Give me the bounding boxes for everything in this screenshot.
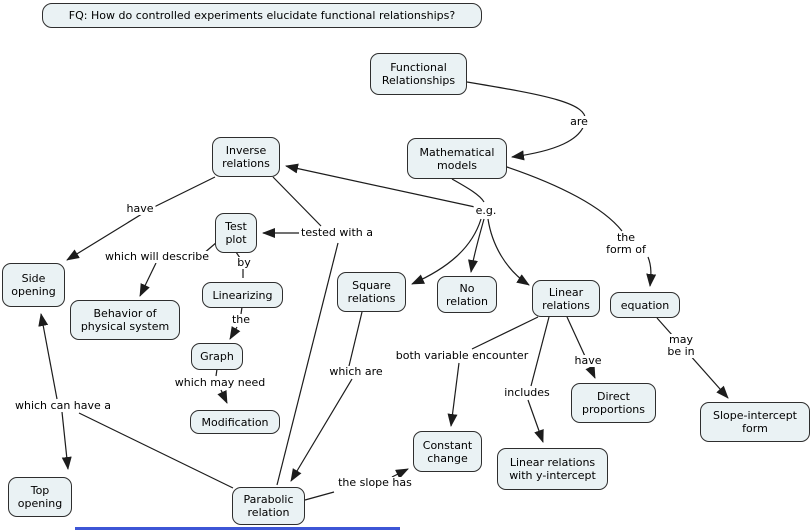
edge-eg-to-square: [411, 218, 482, 285]
edge-the-to-graph: [229, 326, 241, 340]
edge-inverse-to-tested: [272, 176, 322, 227]
link-label-both-variable-encounter[interactable]: both variable encounter: [393, 349, 531, 362]
edge-eg-to-linear: [487, 218, 530, 286]
link-label-which-may-need[interactable]: which may need: [172, 376, 268, 389]
concept-node-top-opening[interactable]: Top opening: [8, 477, 72, 517]
edge-which-can-to-top: [61, 411, 72, 470]
edge-linear-have-direct: [566, 316, 596, 379]
concept-node-slope-intercept-form[interactable]: Slope-intercept form: [700, 402, 810, 442]
concept-node-equation[interactable]: equation: [610, 292, 680, 318]
edge-graph-dash: [215, 368, 218, 377]
edge-models-to-form-of: [506, 166, 623, 232]
concept-node-test-plot[interactable]: Test plot: [215, 213, 257, 253]
focus-question-box[interactable]: FQ: How do controlled experiments elucid…: [42, 3, 482, 28]
concept-node-linearizing[interactable]: Linearizing: [202, 282, 283, 308]
link-label-the-slope-has[interactable]: the slope has: [336, 476, 414, 489]
concept-node-parabolic-relation[interactable]: Parabolic relation: [232, 487, 305, 525]
concept-node-functional-relationships[interactable]: Functional Relationships: [370, 53, 467, 95]
edge-linear-to-includes: [530, 316, 550, 387]
link-label-the-form-of[interactable]: the form of: [604, 231, 648, 256]
link-label-includes[interactable]: includes: [502, 386, 552, 399]
concept-node-side-opening[interactable]: Side opening: [2, 263, 65, 307]
concept-node-direct-proportions[interactable]: Direct proportions: [571, 383, 656, 423]
concept-node-inverse-relations[interactable]: Inverse relations: [212, 137, 280, 177]
edge-inverse-have-side: [66, 176, 216, 261]
edge-slope-has-to-constant: [391, 468, 409, 479]
link-label-eg[interactable]: e.g.: [473, 204, 499, 217]
link-label-are[interactable]: are: [568, 115, 590, 128]
link-label-which-are[interactable]: which are: [327, 365, 385, 378]
edge-models-to-eg: [451, 178, 485, 203]
edge-parabolic-to-slope-has: [304, 491, 335, 501]
window-edge-bar: [75, 527, 400, 530]
edge-which-are-to-parabolic: [290, 378, 353, 482]
link-label-tested-with-a[interactable]: tested with a: [299, 226, 375, 239]
concept-node-modification[interactable]: Modification: [190, 410, 280, 434]
link-label-which-will-describe[interactable]: which will describe: [102, 250, 212, 263]
link-label-which-can-have-a[interactable]: which can have a: [12, 399, 114, 412]
edge-may-be-in: [656, 317, 729, 399]
link-label-have-linear[interactable]: have: [572, 354, 604, 367]
link-label-by[interactable]: by: [235, 256, 253, 269]
concept-node-linear-relations-with-y-intercept[interactable]: Linear relations with y-intercept: [497, 448, 608, 490]
edge-eg-to-inverse: [285, 163, 476, 208]
edge-eg-to-no-relation: [468, 218, 485, 273]
concept-node-square-relations[interactable]: Square relations: [337, 272, 406, 312]
edge-linearizing-the-dash: [240, 306, 243, 315]
link-label-have-inverse[interactable]: have: [124, 202, 156, 215]
edge-which-can-to-side: [38, 313, 58, 400]
link-label-the-linearizing[interactable]: the: [229, 313, 253, 326]
concept-node-graph[interactable]: Graph: [191, 343, 243, 370]
link-label-may-be-in[interactable]: may be in: [665, 333, 697, 358]
edge-form-of-to-equation: [646, 256, 657, 287]
concept-node-linear-relations[interactable]: Linear relations: [532, 280, 600, 317]
edge-parabolic-to-which-can: [78, 412, 234, 489]
edge-need-to-modification: [217, 389, 228, 404]
concept-node-behavior-of-physical-system[interactable]: Behavior of physical system: [70, 300, 180, 340]
concept-node-constant-change[interactable]: Constant change: [413, 431, 482, 472]
edge-linear-to-encounter: [471, 316, 539, 350]
concept-node-mathematical-models[interactable]: Mathematical models: [407, 138, 507, 179]
concept-node-no-relation[interactable]: No relation: [437, 276, 497, 313]
edge-describe-to-behavior: [139, 262, 157, 297]
edge-parabolic-to-tested: [276, 242, 339, 486]
edge-includes-to-y-intercept: [527, 399, 544, 443]
edge-encounter-to-constant: [447, 362, 460, 427]
edge-square-to-which-are: [348, 311, 363, 367]
